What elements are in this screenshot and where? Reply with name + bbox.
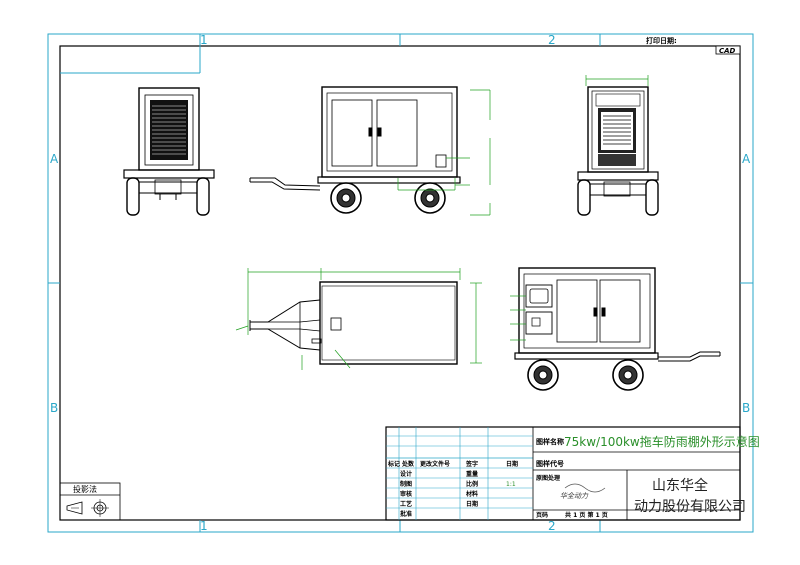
side-view (249, 86, 493, 216)
grid-col-2-bottom: 2 (548, 519, 556, 533)
company-line1: 山东华全 (652, 477, 708, 494)
drawing-code-label: 图样代号 (536, 459, 564, 468)
reference-label: 原图处理 (536, 474, 560, 482)
company-logo: 华全动力 (560, 483, 606, 500)
row-date: 日期 (466, 500, 478, 508)
col-marks: 标记 (387, 460, 400, 468)
row-material: 材料 (465, 490, 478, 498)
grid-col-1-bottom: 1 (200, 519, 208, 533)
drawing-name-label: 图样名称 (536, 437, 564, 446)
row-approve: 批准 (400, 510, 412, 518)
grid-col-1-top: 1 (200, 33, 208, 47)
cad-tag: CAD (719, 47, 736, 55)
row-scale: 比例 (466, 480, 478, 488)
rear-view (577, 75, 659, 216)
row-weight: 重量 (466, 470, 478, 478)
projection-label: 投影法 (73, 484, 97, 494)
side-view-right (510, 267, 721, 391)
grid-row-a-right: A (742, 152, 751, 166)
row-design: 设计 (400, 470, 412, 478)
col-date: 日期 (506, 460, 518, 468)
col-change-doc: 更改文件号 (420, 460, 450, 468)
sheet-label: 页码 (536, 511, 548, 519)
drawing-name-value: 75kw/100kw拖车防雨棚外形示意图 (564, 434, 760, 449)
projection-box: 投影法 (59, 482, 121, 521)
top-view (235, 268, 482, 370)
front-view (123, 87, 215, 216)
grid-row-b-left: B (50, 401, 58, 415)
row-draw: 制图 (400, 480, 412, 488)
title-block (385, 426, 741, 521)
grid-row-a-left: A (50, 152, 59, 166)
col-count: 处数 (401, 460, 415, 468)
grid-col-2-top: 2 (548, 33, 556, 47)
scale-value: 1:1 (506, 481, 516, 488)
company-line2: 动力股份有限公司 (634, 499, 746, 515)
row-review: 审核 (400, 490, 412, 498)
print-date-label: 打印日期: (646, 36, 677, 45)
sheet-info: 共 1 页 第 1 页 (565, 511, 608, 519)
row-process: 工艺 (400, 500, 412, 508)
logo-text: 华全动力 (560, 492, 589, 500)
grid-row-b-right: B (742, 401, 750, 415)
col-sign: 签字 (465, 460, 478, 468)
